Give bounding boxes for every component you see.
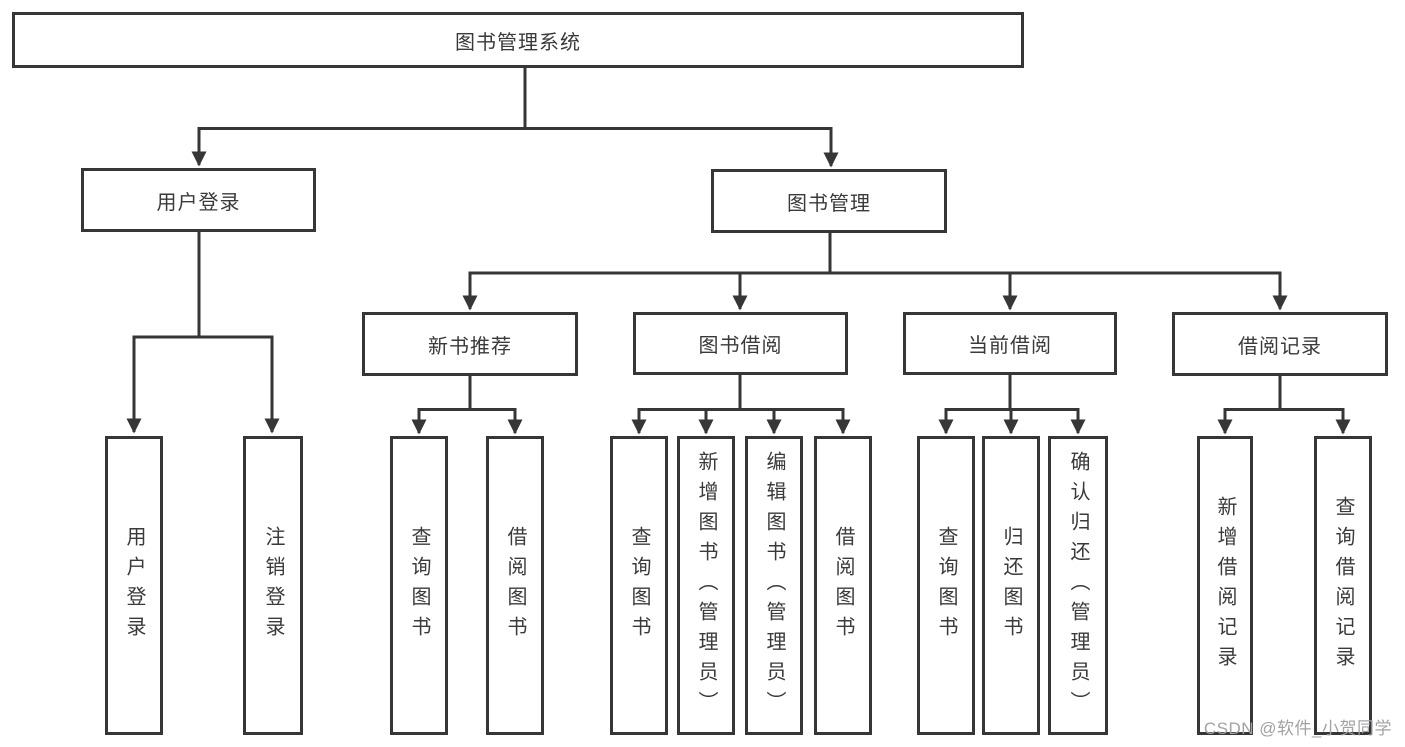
leaf-borrow-book-1-label: 借阅图书: [504, 525, 526, 646]
node-new-book: 新书推荐: [362, 312, 578, 376]
leaf-add-book-label: 新增图书（管理员）: [695, 450, 717, 721]
node-book-borrow-label: 图书借阅: [698, 335, 783, 357]
leaf-logout-label: 注销登录: [262, 525, 284, 646]
leaf-borrow-book-2: 借阅图书: [814, 436, 872, 735]
leaf-confirm-return-label: 确认归还（管理员）: [1067, 450, 1089, 721]
leaf-query-book-2: 查询图书: [610, 436, 668, 735]
node-root-label: 图书管理系统: [455, 31, 581, 54]
node-current-borrow: 当前借阅: [903, 312, 1117, 375]
leaf-query-book-1-label: 查询图书: [408, 525, 430, 646]
leaf-user-login: 用户登录: [105, 436, 163, 735]
leaf-user-login-label: 用户登录: [123, 525, 145, 646]
node-borrow-records: 借阅记录: [1172, 312, 1388, 376]
leaf-query-book-3: 查询图书: [917, 436, 975, 735]
csdn-watermark: CSDN @软件_小贺同学: [1203, 719, 1392, 738]
leaf-add-book: 新增图书（管理员）: [677, 436, 735, 735]
node-user-login: 用户登录: [81, 168, 316, 232]
node-book-borrow: 图书借阅: [633, 312, 848, 375]
node-book-mgmt-label: 图书管理: [787, 192, 871, 215]
node-user-login-label: 用户登录: [156, 191, 241, 214]
leaf-borrow-book-1: 借阅图书: [486, 436, 544, 735]
node-current-borrow-label: 当前借阅: [968, 335, 1052, 357]
leaf-query-book-1: 查询图书: [390, 436, 448, 735]
leaf-borrow-book-2-label: 借阅图书: [832, 525, 854, 646]
leaf-add-record: 新增借阅记录: [1197, 436, 1253, 735]
leaf-query-book-2-label: 查询图书: [628, 525, 650, 646]
leaf-add-record-label: 新增借阅记录: [1214, 495, 1236, 676]
node-new-book-label: 新书推荐: [428, 335, 512, 358]
leaf-confirm-return: 确认归还（管理员）: [1048, 436, 1108, 735]
leaf-edit-book-label: 编辑图书（管理员）: [763, 450, 785, 721]
leaf-edit-book: 编辑图书（管理员）: [745, 436, 803, 735]
leaf-query-book-3-label: 查询图书: [935, 525, 957, 646]
node-borrow-records-label: 借阅记录: [1238, 335, 1322, 358]
leaf-return-book: 归还图书: [982, 436, 1040, 735]
leaf-logout: 注销登录: [243, 436, 303, 735]
leaf-query-record-label: 查询借阅记录: [1332, 495, 1354, 676]
leaf-return-book-label: 归还图书: [1000, 525, 1022, 646]
node-root: 图书管理系统: [12, 12, 1024, 68]
node-book-mgmt: 图书管理: [711, 169, 947, 233]
leaf-query-record: 查询借阅记录: [1314, 436, 1372, 735]
